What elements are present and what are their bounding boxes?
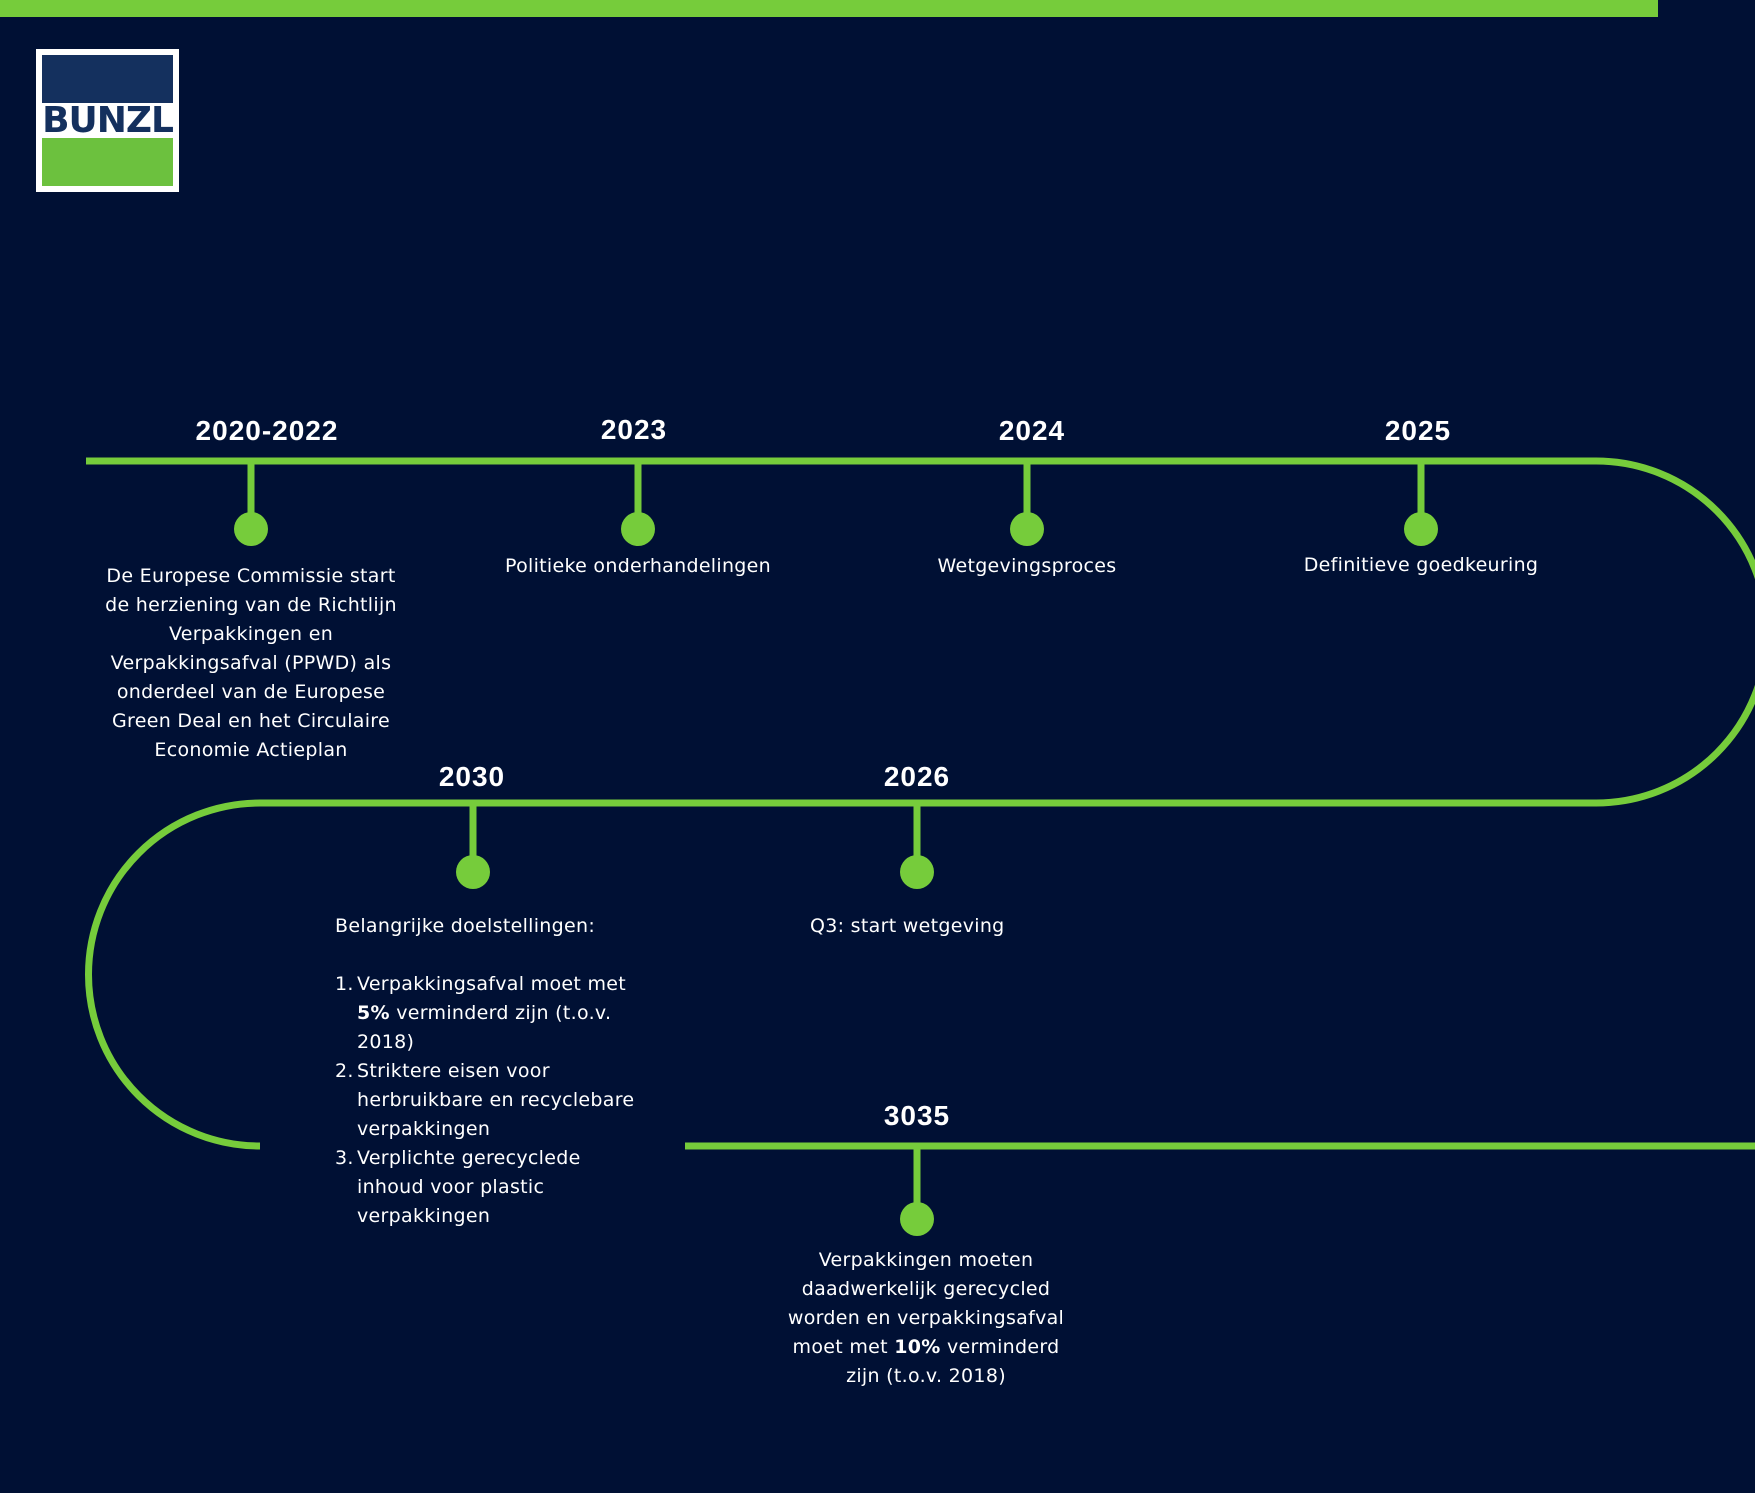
- year-label-2024: 2024: [998, 415, 1066, 446]
- milestone-text-3035: Verpakkingen moeten daadwerkelijk gerecy…: [787, 1249, 1065, 1387]
- goal-item: 1.Verpakkingsafval moet met 5% verminder…: [335, 973, 627, 1053]
- year-label-2020-2022: 2020-2022: [195, 415, 339, 446]
- logo-green-block: [42, 138, 173, 186]
- milestone-dot-2030: [456, 855, 490, 889]
- year-label-2026: 2026: [883, 761, 951, 792]
- milestone-text-2026: Q3: start wetgeving: [810, 915, 1005, 937]
- milestone-text-2024: Wetgevingsproces: [937, 555, 1117, 577]
- top-accent-bar: [0, 0, 1658, 17]
- track-row-1: [85, 457, 1755, 1150]
- goals-intro: Belangrijke doelstellingen:: [335, 915, 596, 937]
- milestone-text-2030: Belangrijke doelstellingen: 1.Verpakking…: [335, 912, 635, 1231]
- year-label-2030: 2030: [438, 761, 506, 792]
- year-label-2025: 2025: [1384, 415, 1452, 446]
- milestone-text-2020-2022: De Europese Commissie start de herzienin…: [105, 565, 397, 761]
- milestone-dot-2026: [900, 855, 934, 889]
- logo-wordmark: BUNZL: [42, 100, 174, 141]
- milestone-text-2023: Politieke onderhandelingen: [505, 555, 771, 577]
- milestone-dot-2024: [1010, 512, 1044, 546]
- bunzl-logo: BUNZL: [36, 49, 179, 192]
- logo-navy-block: [42, 55, 173, 103]
- milestone-text-2025: Definitieve goedkeuring: [1303, 554, 1539, 576]
- year-label-2023: 2023: [600, 414, 668, 445]
- goal-item: 2.Striktere eisen voor herbruikbare en r…: [335, 1060, 635, 1140]
- goals-list: 1.Verpakkingsafval moet met 5% verminder…: [335, 970, 635, 1231]
- year-label-3035: 3035: [883, 1100, 951, 1131]
- goal-item: 3.Verplichte gerecyclede inhoud voor pla…: [335, 1147, 581, 1227]
- milestone-dot-2023: [621, 512, 655, 546]
- milestone-dot-3035: [900, 1202, 934, 1236]
- milestone-dot-2020-2022: [234, 512, 268, 546]
- milestone-dot-2025: [1404, 512, 1438, 546]
